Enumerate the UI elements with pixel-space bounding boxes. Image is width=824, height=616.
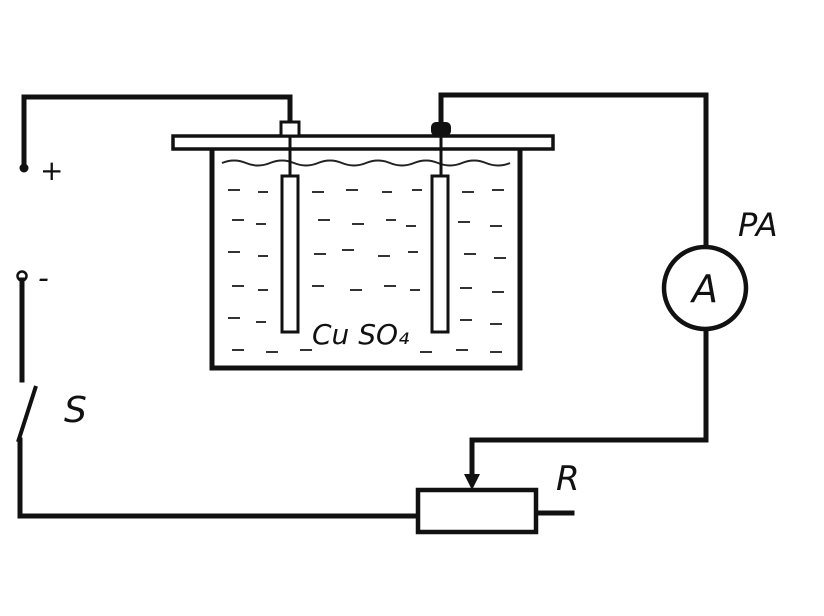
ammeter-circle	[661, 244, 749, 332]
wire-switch-to-rheostat	[17, 437, 421, 519]
right-electrode-plate	[430, 174, 450, 334]
plus-label: +	[40, 154, 63, 187]
left-electrode-plate	[280, 174, 300, 334]
ammeter-symbol: A	[689, 267, 718, 311]
minus-label: -	[38, 261, 49, 296]
wire-plus-to-left-electrode	[21, 94, 293, 169]
rheostat-slider-arrow	[464, 474, 480, 490]
electrolyte-label: Cu SO₄	[312, 318, 409, 351]
left-electrode-clamp	[279, 120, 301, 138]
rheostat-body	[415, 487, 539, 535]
ammeter-ref-label: PA	[738, 206, 778, 244]
circuit-wires	[17, 92, 709, 519]
right-electrode	[430, 122, 451, 334]
electrolytic-cell	[171, 120, 555, 371]
rheostat-label: R	[556, 459, 580, 499]
right-electrode-clamp	[431, 122, 451, 136]
electrolyte-surface	[221, 159, 511, 167]
switch-label: S	[64, 390, 87, 431]
ammeter-pa	[661, 244, 749, 332]
wire-right-electrode-to-ammeter	[438, 92, 709, 251]
wire-ammeter-to-slider	[469, 327, 709, 483]
plus-terminal	[19, 163, 29, 173]
left-electrode	[279, 120, 301, 334]
switch-s	[16, 277, 38, 443]
rheostat-r	[415, 474, 539, 535]
electrolyte-dashes	[228, 189, 506, 353]
cell-vessel	[209, 149, 523, 371]
switch-blade	[16, 385, 38, 443]
cell-lid	[171, 134, 555, 151]
